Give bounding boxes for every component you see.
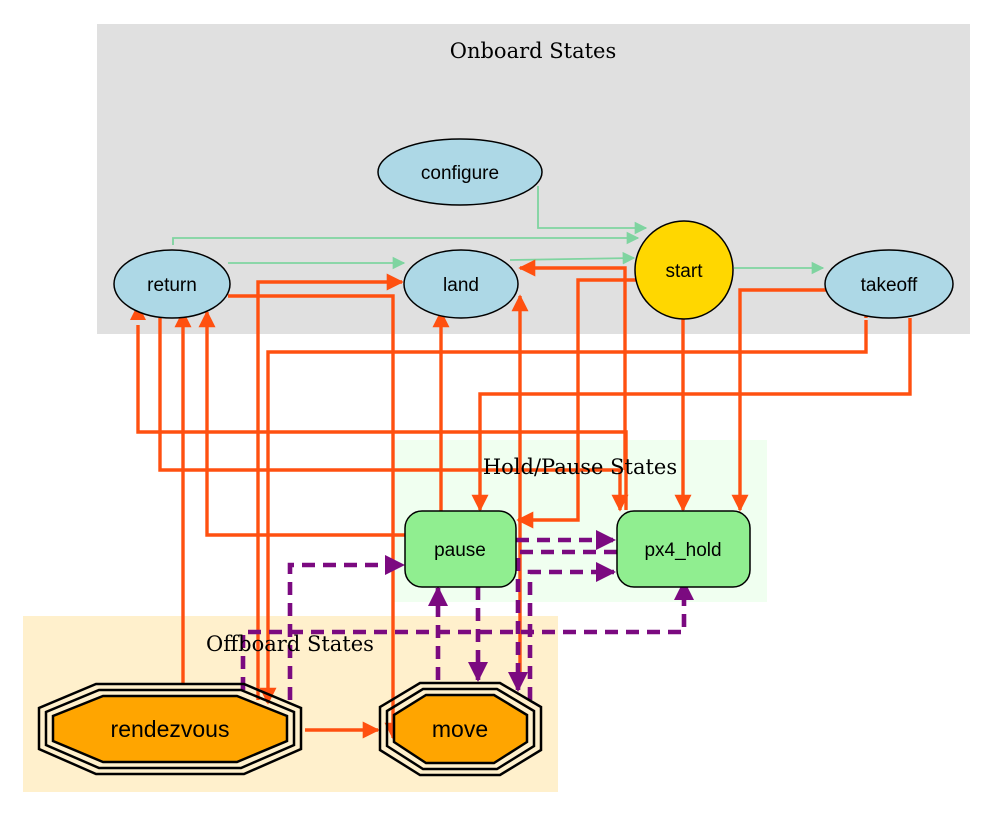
edge-start-pause [516, 278, 640, 529]
edge-return-start [172, 231, 640, 245]
node-return[interactable]: return [113, 249, 231, 319]
node-pause-label: pause [434, 540, 486, 561]
node-land-label: land [443, 275, 479, 296]
node-rendezvous-label: rendezvous [111, 716, 230, 742]
edge-return-px4hold [158, 318, 629, 512]
node-move-label: move [432, 716, 488, 742]
node-land[interactable]: land [403, 249, 519, 319]
node-takeoff[interactable]: takeoff [824, 249, 954, 319]
edge-takeoff-pause [471, 318, 912, 512]
edge-rendezvous-px4hold [240, 579, 695, 690]
edge-return-move [228, 294, 402, 740]
node-takeoff-label: takeoff [861, 275, 918, 296]
transition-edges [130, 259, 912, 740]
node-pause[interactable]: pause [404, 510, 517, 588]
node-start[interactable]: start [634, 220, 734, 320]
node-return-label: return [147, 275, 197, 296]
edge-rendezvous-pause [287, 554, 406, 700]
cluster-label-offboard: Offboard States [206, 632, 374, 656]
edge-start-land [518, 259, 627, 470]
node-move[interactable]: move [378, 681, 543, 777]
node-px4-hold[interactable]: px4_hold [616, 510, 751, 588]
cluster-label-onboard: Onboard States [450, 39, 617, 63]
edge-rendezvous-land [256, 273, 404, 700]
onboard-edges [172, 186, 825, 275]
node-start-label: start [666, 261, 704, 282]
offboard-edges [240, 529, 695, 700]
cluster-label-hold: Hold/Pause States [483, 455, 677, 479]
edge-takeoff-rendezvous [259, 320, 868, 705]
node-rendezvous[interactable]: rendezvous [37, 682, 303, 776]
node-configure-label: configure [421, 163, 499, 184]
edge-configure-start [537, 186, 648, 235]
edge-pause-return [198, 310, 405, 537]
node-px4-hold-label: px4_hold [644, 540, 721, 561]
edge-px4hold-return [136, 325, 628, 510]
edge-px4hold-move [507, 549, 617, 693]
edge-move-px4hold [527, 561, 617, 700]
node-configure[interactable]: configure [377, 138, 543, 206]
